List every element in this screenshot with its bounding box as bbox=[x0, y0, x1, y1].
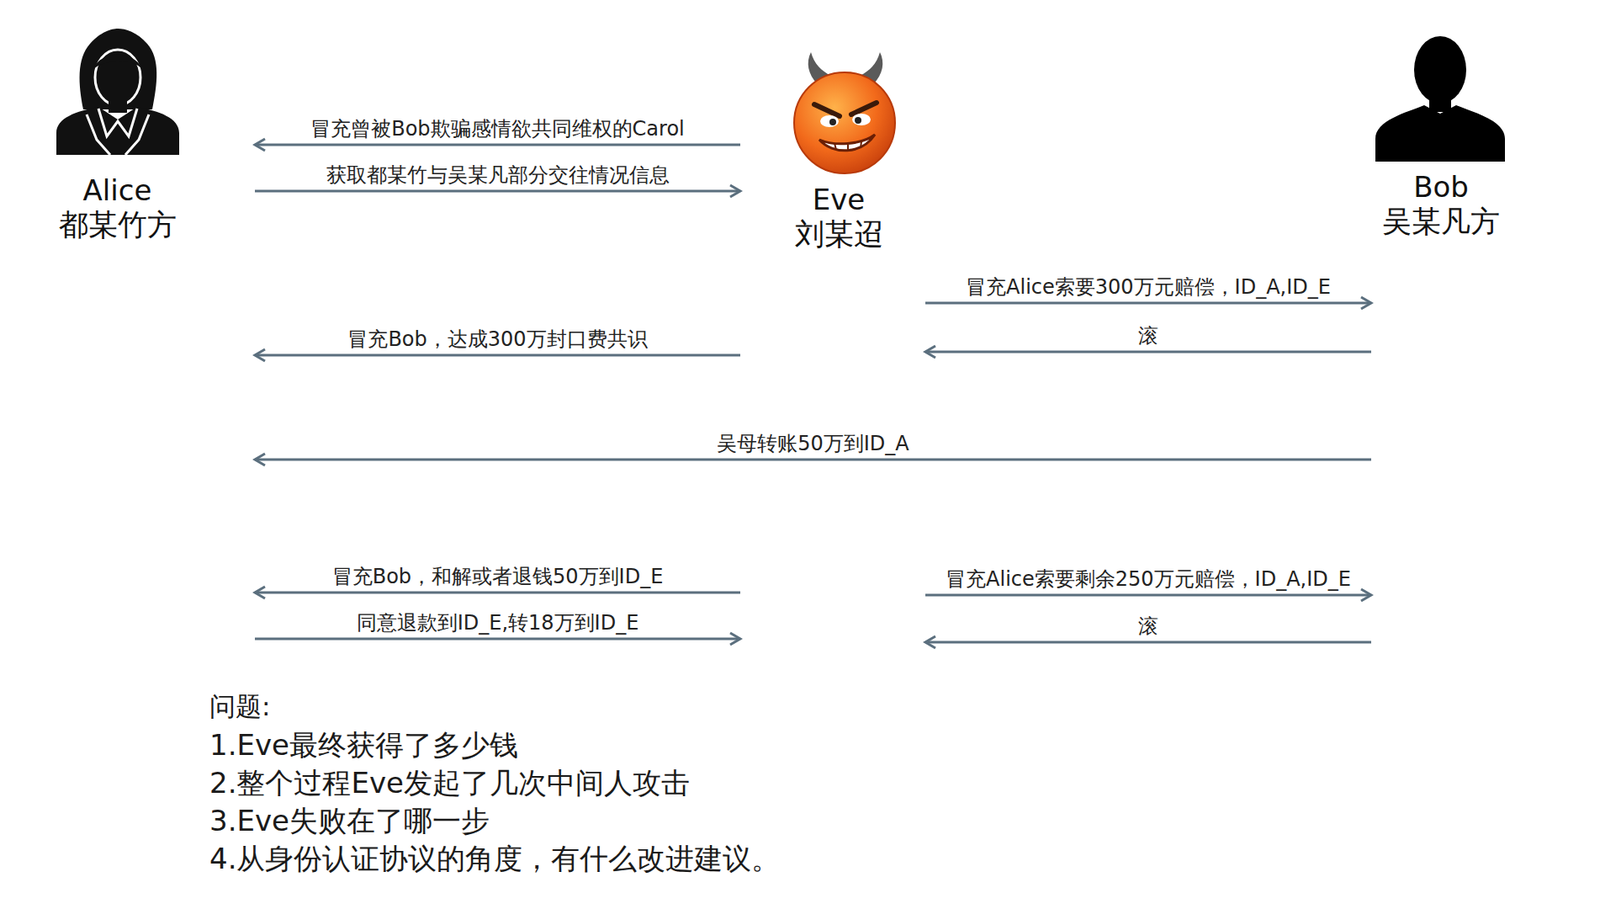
message-label: 冒充Bob，和解或者退钱50万到ID_E bbox=[332, 564, 664, 589]
brow bbox=[851, 102, 877, 115]
question-item: 4.从身份认证协议的角度，有什么改进建议。 bbox=[209, 840, 780, 876]
fringe bbox=[93, 54, 143, 69]
actor-name: Alice bbox=[52, 173, 182, 207]
actor-role: 吴某凡方 bbox=[1377, 203, 1505, 239]
message-arrow bbox=[925, 301, 1372, 305]
question-item: 2.整个过程Eve发起了几次中间人攻击 bbox=[209, 764, 690, 800]
actor-lane: Bob吴某凡方 bbox=[1371, 16, 1515, 665]
message-arrow bbox=[925, 593, 1372, 597]
body bbox=[56, 106, 180, 155]
question-heading: 问题: bbox=[209, 688, 271, 724]
message-arrow bbox=[254, 458, 1372, 461]
message-arrow bbox=[925, 350, 1372, 354]
woman-icon bbox=[56, 28, 180, 155]
eye bbox=[820, 115, 839, 128]
message-arrow bbox=[254, 354, 741, 357]
message-arrow bbox=[254, 591, 741, 594]
hair bbox=[79, 28, 158, 110]
question-item: 3.Eve失败在了哪一步 bbox=[209, 802, 490, 838]
body bbox=[1375, 105, 1505, 162]
message-label: 冒充Bob，达成300万封口费共识 bbox=[347, 327, 647, 351]
message-arrow bbox=[925, 641, 1372, 644]
message-arrow bbox=[254, 637, 741, 641]
message-label: 冒充Alice索要剩余250万元赔偿，ID_A,ID_E bbox=[945, 566, 1351, 591]
lapel bbox=[125, 114, 149, 155]
eye bbox=[852, 113, 871, 126]
message-label: 冒充曾被Bob欺骗感情欲共同维权的Carol bbox=[310, 116, 685, 141]
brow bbox=[814, 104, 840, 117]
lapel bbox=[86, 114, 111, 155]
actor-name: Eve bbox=[775, 182, 902, 217]
actor-role: 都某竹方 bbox=[52, 206, 182, 243]
actor-caption: Eve刘某迢 bbox=[775, 182, 902, 252]
actor-caption: Alice都某竹方 bbox=[52, 173, 182, 243]
question-item: 1.Eve最终获得了多少钱 bbox=[209, 726, 519, 763]
message-label: 吴母转账50万到ID_A bbox=[716, 431, 910, 456]
neck bbox=[108, 100, 128, 113]
devil-icon bbox=[794, 52, 896, 174]
lapel bbox=[98, 108, 138, 137]
man-icon bbox=[1375, 36, 1505, 162]
message-arrow bbox=[254, 143, 741, 147]
actor-name: Bob bbox=[1377, 169, 1505, 204]
actor-lane: Alice都某竹方 bbox=[25, 16, 255, 665]
head bbox=[1414, 36, 1467, 104]
actor-caption: Bob吴某凡方 bbox=[1377, 169, 1505, 239]
actor-role: 刘某迢 bbox=[775, 216, 902, 252]
teeth bbox=[834, 141, 862, 152]
message-label: 获取都某竹与吴某凡部分交往情况信息 bbox=[326, 163, 670, 187]
pupil bbox=[854, 116, 862, 124]
face bbox=[794, 72, 896, 174]
message-arrow bbox=[254, 190, 741, 193]
actor-lane: Eve刘某迢 bbox=[740, 16, 926, 665]
message-label: 冒充Alice索要300万元赔偿，ID_A,ID_E bbox=[965, 275, 1331, 299]
message-label: 滚 bbox=[1138, 614, 1159, 638]
message-label: 同意退款到ID_E,转18万到ID_E bbox=[356, 610, 640, 635]
message-label: 滚 bbox=[1138, 323, 1159, 348]
pupil bbox=[829, 118, 837, 126]
